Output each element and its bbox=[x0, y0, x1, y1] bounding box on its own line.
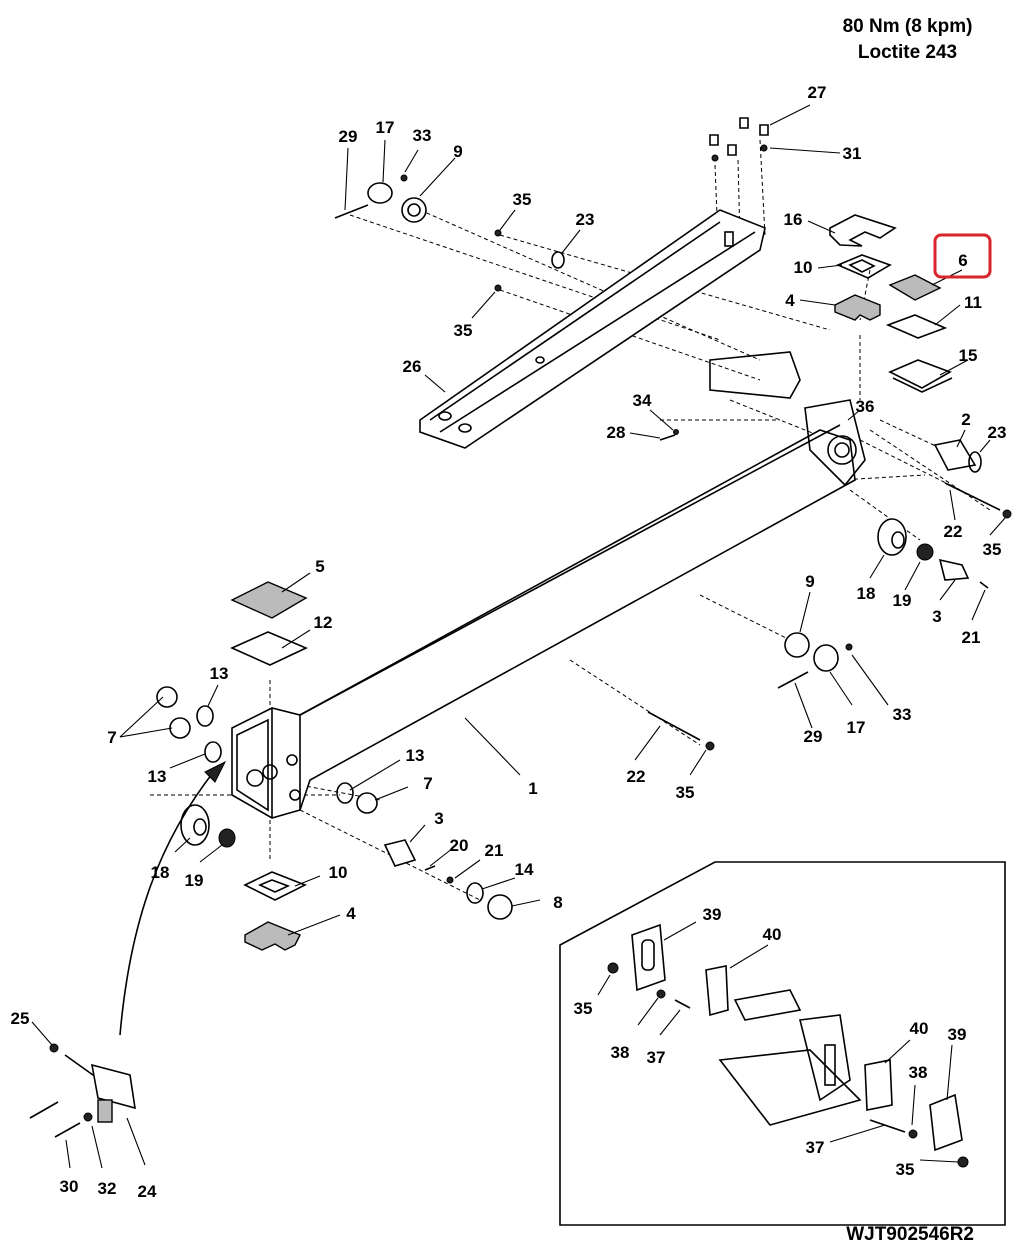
callout: 11 bbox=[964, 293, 982, 312]
callout: 1 bbox=[528, 779, 537, 798]
drawing-code: WJT902546R2 bbox=[846, 1224, 974, 1245]
upper-small-parts bbox=[334, 117, 769, 441]
highlight-box bbox=[933, 233, 992, 279]
callout: 10 bbox=[794, 258, 813, 277]
callout: 22 bbox=[944, 522, 963, 541]
torque-note: 80 Nm (8 kpm) Loctite 243 bbox=[820, 14, 995, 66]
pad-stack bbox=[829, 214, 953, 393]
callout: 18 bbox=[857, 584, 876, 603]
callout: 10 bbox=[329, 863, 348, 882]
callout: 13 bbox=[210, 664, 229, 683]
callout: 21 bbox=[962, 628, 981, 647]
callout: 20 bbox=[450, 836, 469, 855]
callout: 35 bbox=[454, 321, 473, 340]
callout: 35 bbox=[983, 540, 1002, 559]
callout: 32 bbox=[98, 1179, 117, 1198]
callout: 14 bbox=[515, 860, 534, 879]
callout: 7 bbox=[423, 774, 432, 793]
highlighted-callout: 6 bbox=[958, 251, 967, 270]
right-end-parts bbox=[647, 439, 1012, 751]
callout: 16 bbox=[784, 210, 803, 229]
callout: 12 bbox=[314, 613, 333, 632]
callout: 17 bbox=[376, 118, 395, 137]
callout: 27 bbox=[808, 83, 827, 102]
torque-value: 80 Nm (8 kpm) bbox=[842, 16, 973, 37]
cover-channel bbox=[419, 209, 766, 449]
main-beam bbox=[231, 351, 866, 819]
callout: 3 bbox=[434, 809, 443, 828]
callout: 18 bbox=[151, 863, 170, 882]
callout: 33 bbox=[413, 126, 432, 145]
callout: 31 bbox=[843, 144, 862, 163]
callout: 35 bbox=[574, 999, 593, 1018]
callout: 26 bbox=[403, 357, 422, 376]
callout: 4 bbox=[785, 291, 795, 310]
callout: 7 bbox=[107, 728, 116, 747]
thread-locker: Loctite 243 bbox=[857, 42, 958, 63]
callout: 29 bbox=[339, 127, 358, 146]
callout: 24 bbox=[138, 1182, 157, 1201]
callout-labels: 27 31 29 17 33 9 35 23 16 10 6 4 11 15 3… bbox=[11, 83, 1007, 1201]
callout: 38 bbox=[909, 1063, 928, 1082]
callout: 3 bbox=[932, 607, 941, 626]
callout: 36 bbox=[856, 397, 875, 416]
callout: 19 bbox=[893, 591, 912, 610]
inset-detail bbox=[559, 861, 1006, 1226]
callout: 37 bbox=[647, 1048, 666, 1067]
callout: 35 bbox=[676, 783, 695, 802]
callout: 40 bbox=[910, 1019, 929, 1038]
lever-bracket bbox=[29, 760, 227, 1138]
callout: 5 bbox=[315, 557, 324, 576]
callout: 4 bbox=[346, 904, 356, 923]
callout: 35 bbox=[513, 190, 532, 209]
callout: 39 bbox=[948, 1025, 967, 1044]
callout: 17 bbox=[847, 718, 866, 737]
leader-lines bbox=[31, 104, 1006, 1169]
callout: 40 bbox=[763, 925, 782, 944]
callout: 22 bbox=[627, 767, 646, 786]
callout: 2 bbox=[961, 410, 970, 429]
callout: 21 bbox=[485, 841, 504, 860]
callout: 35 bbox=[896, 1160, 915, 1179]
callout: 13 bbox=[406, 746, 425, 765]
callout: 34 bbox=[633, 391, 652, 410]
callout: 19 bbox=[185, 871, 204, 890]
callout: 28 bbox=[607, 423, 626, 442]
callout: 29 bbox=[804, 727, 823, 746]
callout: 30 bbox=[60, 1177, 79, 1196]
callout: 37 bbox=[806, 1138, 825, 1157]
callout: 15 bbox=[959, 346, 978, 365]
callout: 25 bbox=[11, 1009, 30, 1028]
callout: 8 bbox=[553, 893, 562, 912]
callout: 9 bbox=[805, 572, 814, 591]
left-end-parts bbox=[156, 581, 513, 951]
callout: 9 bbox=[453, 142, 462, 161]
callout: 23 bbox=[988, 423, 1007, 442]
callout: 39 bbox=[703, 905, 722, 924]
callout: 23 bbox=[576, 210, 595, 229]
callout: 38 bbox=[611, 1043, 630, 1062]
callout: 33 bbox=[893, 705, 912, 724]
callout: 13 bbox=[148, 767, 167, 786]
